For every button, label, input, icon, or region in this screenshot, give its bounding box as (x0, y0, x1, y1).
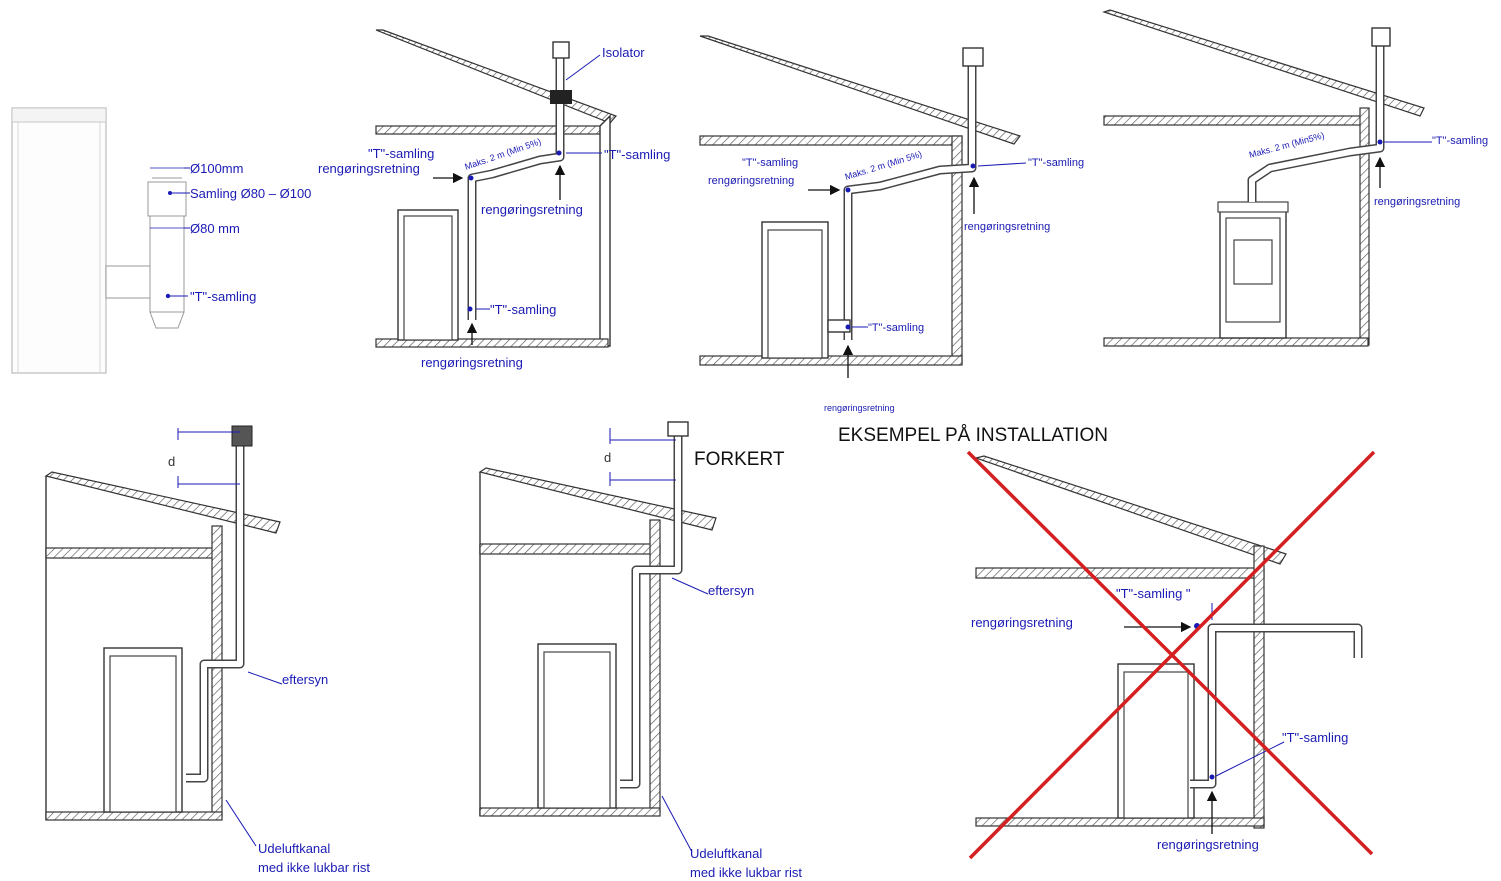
panel-4-installation: Maks. 2 m (Min5%) "T"-samling rengørings… (1102, 9, 1488, 347)
label-heading: EKSEMPEL PÅ INSTALLATION (838, 425, 1108, 446)
label-udeluft-2: med ikke lukbar rist (690, 865, 802, 880)
panel-2-installation: Isolator "T"-samling rengøringsretning M… (318, 29, 670, 370)
label-d80: Ø80 mm (190, 221, 240, 236)
label-isolator: Isolator (602, 45, 645, 60)
stove-body (11, 107, 107, 374)
label-reng-left: rengøringsretning (708, 175, 794, 187)
label-eftersyn: eftersyn (282, 672, 328, 687)
label-t-left: "T"-samling (368, 146, 434, 161)
label-reng-bottom: rengøringsretning (421, 355, 523, 370)
label-reng-bottom: rengøringsretning (824, 403, 895, 413)
label-eftersyn: eftersyn (708, 583, 754, 598)
label-reng-bottom: rengøringsretning (1157, 837, 1259, 852)
roof (375, 29, 618, 124)
roof (478, 467, 717, 531)
label-d: d (168, 454, 175, 469)
roof (699, 35, 1021, 145)
label-t-right: "T"-samling (1432, 135, 1488, 147)
label-udeluft-1: Udeluftkanal (258, 841, 330, 856)
label-t-right: "T"-samling (604, 147, 670, 162)
label-reng-right: rengøringsretning (481, 202, 583, 217)
label-reng-right: rengøringsretning (964, 221, 1050, 233)
label-t-left: "T"-samling (742, 157, 798, 169)
cross-line-1 (966, 450, 1374, 856)
roof (973, 455, 1287, 565)
label-t-bottom: "T"-samling (1282, 730, 1348, 745)
ceiling (1103, 115, 1369, 126)
label-t-samling: "T"-samling (190, 289, 256, 304)
ceiling (45, 547, 221, 559)
label-reng-left: rengøringsretning (318, 161, 420, 176)
ceiling (479, 543, 661, 555)
reducer-collar (147, 181, 187, 217)
label-forkert: FORKERT (694, 449, 785, 470)
panel-7-installation-example: EKSEMPEL PÅ INSTALLATION "T"-samling " r… (838, 425, 1376, 860)
label-t-top: "T"-samling " (1116, 586, 1191, 601)
floor (1103, 337, 1369, 347)
flue-stub (105, 265, 151, 299)
panel-1-t-joint-detail: Ø100mm Samling Ø80 – Ø100 Ø80 mm "T"-sam… (11, 107, 311, 374)
floor (699, 355, 963, 366)
label-udeluft-2: med ikke lukbar rist (258, 860, 370, 875)
label-udeluft-1: Udeluftkanal (690, 846, 762, 861)
floor (479, 807, 661, 817)
label-d100: Ø100mm (190, 161, 243, 176)
ceiling (699, 135, 963, 146)
ceiling (375, 125, 609, 135)
label-reng: rengøringsretning (1374, 196, 1460, 208)
floor (375, 338, 609, 348)
floor (45, 811, 223, 821)
panel-5-installation: d eftersyn Udeluftkanal med ikke lukbar … (44, 425, 370, 875)
ceiling (975, 567, 1265, 579)
roof (44, 471, 281, 534)
label-reng-left: rengøringsretning (971, 615, 1073, 630)
panel-6-installation: d FORKERT eftersyn Udeluftkanal med ikke… (478, 421, 802, 880)
floor (975, 817, 1265, 827)
label-d: d (604, 450, 611, 465)
label-t-bottom: "T"-samling (868, 322, 924, 334)
panel-3-installation: "T"-samling rengøringsretning Maks. 2 m … (699, 35, 1084, 413)
cross-line-2 (968, 450, 1376, 860)
label-samling: Samling Ø80 – Ø100 (190, 186, 311, 201)
label-t-right: "T"-samling (1028, 157, 1084, 169)
roof (1102, 9, 1425, 117)
label-t-bottom: "T"-samling (490, 302, 556, 317)
